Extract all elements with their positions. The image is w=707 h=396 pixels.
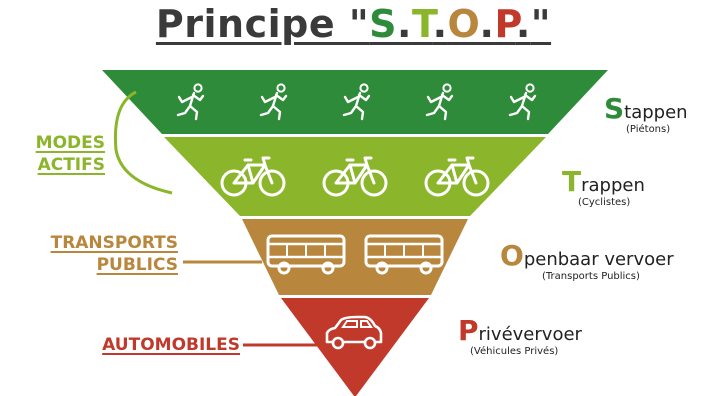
label-openbaar-vervoer-sub: (Transports Publics): [542, 271, 640, 282]
label-trappen-sub: (Cyclistes): [578, 197, 631, 208]
label-transports: TRANSPORTS: [50, 233, 178, 253]
pyramid-level-stappen: [102, 70, 608, 134]
label-openbaar-vervoer: Openbaar vervoer (Transports Publics): [500, 239, 674, 283]
label-privevervoer: Privévervoer (Véhicules Privés): [458, 314, 582, 358]
label-modes-actifs: MODES ACTIFS: [10, 132, 105, 176]
label-automobiles: AUTOMOBILES: [102, 335, 240, 355]
label-actifs: ACTIFS: [37, 155, 105, 175]
pyramid-level-trappen: [164, 137, 546, 216]
pyramid-level-openbaar-vervoer: [242, 219, 468, 295]
label-privevervoer-sub: (Véhicules Privés): [470, 346, 559, 357]
label-publics: PUBLICS: [96, 255, 178, 275]
pyramid-level-privevervoer: [281, 298, 429, 396]
label-modes: MODES: [35, 133, 105, 153]
label-transports-publics: TRANSPORTS PUBLICS: [10, 232, 178, 276]
diagram-title: Principe "S.T.O.P.": [155, 2, 552, 46]
label-trappen: Trappen (Cyclistes): [562, 165, 645, 209]
modes-actifs-bracket: [113, 90, 173, 195]
label-stappen-sub: (Piétons): [626, 124, 671, 135]
label-stappen: Stappen (Piétons): [604, 92, 688, 136]
